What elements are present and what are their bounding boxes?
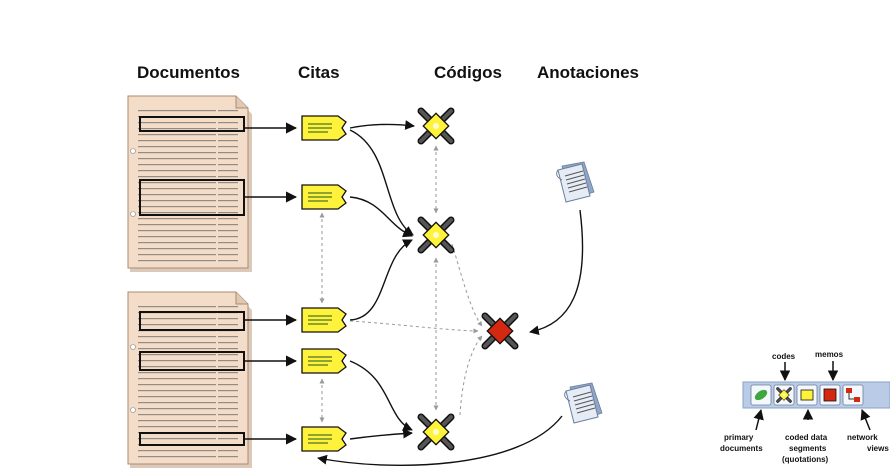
memo-1-icon <box>556 161 595 203</box>
quotation-5-icon <box>301 426 347 452</box>
quotation-code-arrows <box>349 120 415 440</box>
network-views-icon <box>846 388 860 402</box>
memo-arrows <box>317 209 584 466</box>
toolbar-quotations-button[interactable] <box>796 384 818 406</box>
label-network-line1: network <box>847 433 878 442</box>
memos-icon <box>823 388 837 402</box>
label-codes: codes <box>772 352 796 361</box>
toolbar-network-views-button[interactable] <box>842 384 864 406</box>
quotation-4-icon <box>301 348 347 374</box>
memo-2-icon <box>564 382 603 424</box>
quotations-icon <box>800 389 814 401</box>
toolbar-memos-button[interactable] <box>819 384 841 406</box>
header-annotations: Anotaciones <box>537 63 639 82</box>
primary-document-1-icon <box>127 95 253 273</box>
central-code-icon <box>485 316 515 346</box>
codes-icon <box>776 387 792 403</box>
code-2-icon <box>421 220 451 250</box>
label-network-line2: views <box>867 444 889 453</box>
label-coded-line3: (quotations) <box>782 455 829 464</box>
quotation-2-icon <box>301 184 347 210</box>
label-coded-line2: segments <box>789 444 827 453</box>
primary-documents-icon <box>754 389 768 401</box>
code-dashed-links <box>349 145 483 416</box>
label-primary-line1: primary <box>724 433 754 442</box>
label-memos: memos <box>815 350 844 359</box>
toolbar-codes-button[interactable] <box>773 384 795 406</box>
label-primary-line2: documents <box>720 444 763 453</box>
code-3-icon <box>421 417 451 447</box>
primary-document-2-icon <box>127 291 253 469</box>
header-quotes: Citas <box>298 63 340 82</box>
header-documents: Documentos <box>137 63 240 82</box>
quotation-1-icon <box>301 115 347 141</box>
label-coded-line1: coded data <box>785 433 828 442</box>
quotation-3-icon <box>301 307 347 333</box>
document-quote-arrows <box>244 122 298 445</box>
code-1-icon <box>421 111 451 141</box>
toolbar-legend: codes memos <box>720 350 890 464</box>
header-codes: Códigos <box>434 63 502 82</box>
toolbar-primary-documents-button[interactable] <box>750 384 772 406</box>
